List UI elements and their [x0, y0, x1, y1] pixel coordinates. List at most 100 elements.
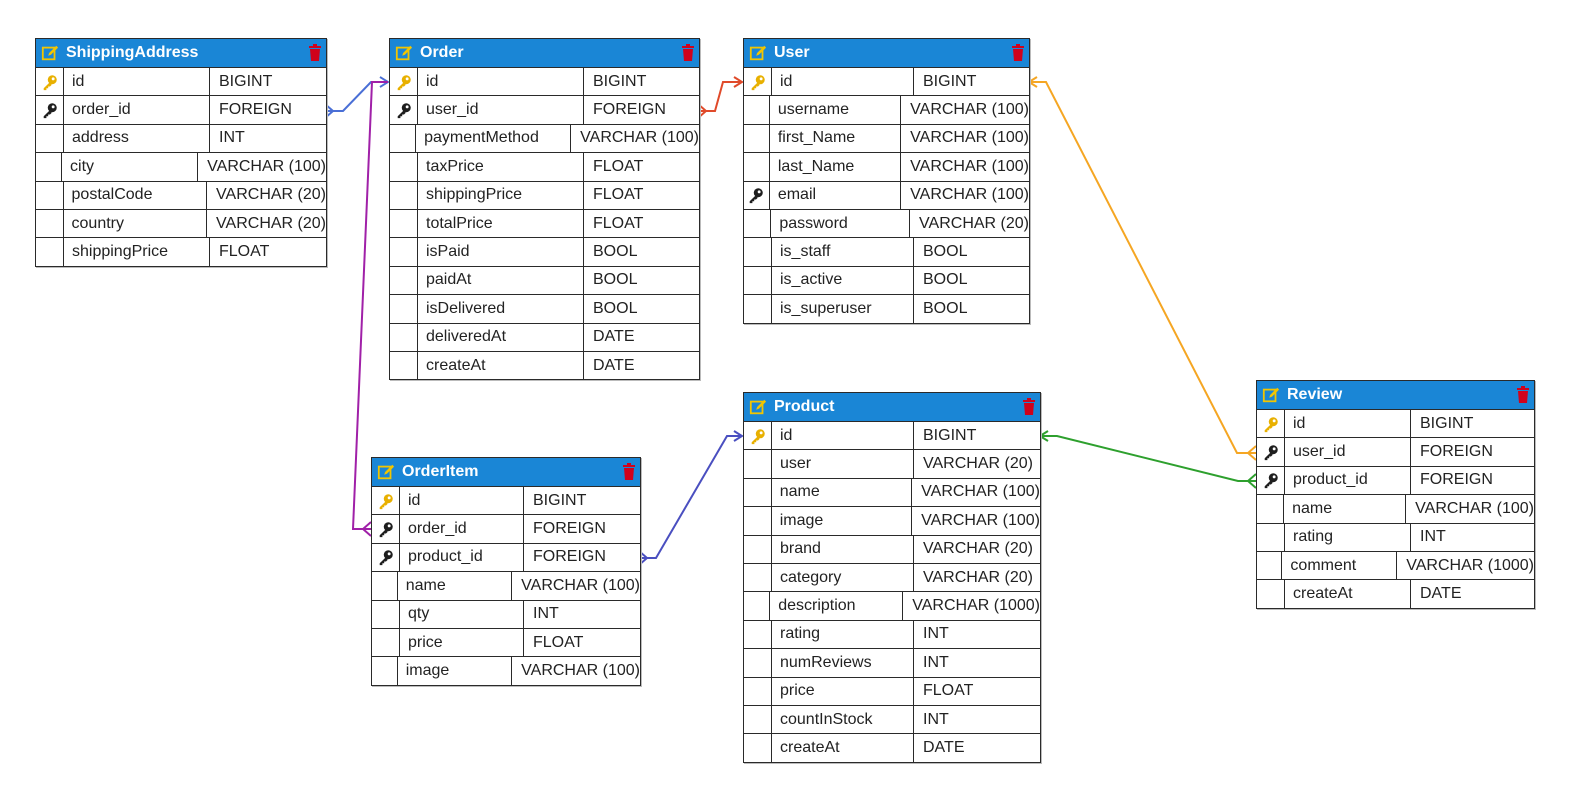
- key-cell: [36, 153, 63, 181]
- table-header[interactable]: User: [744, 39, 1029, 67]
- key-cell: [390, 181, 418, 209]
- column-name: shippingPrice: [418, 181, 584, 209]
- relation-shippingaddress-order[interactable]: [324, 76, 390, 119]
- column-name: image: [772, 507, 913, 535]
- table-header[interactable]: ShippingAddress: [36, 39, 326, 67]
- key-cell: [390, 209, 418, 238]
- table-header[interactable]: Product: [744, 393, 1040, 421]
- relation-review-product[interactable]: [1038, 430, 1257, 489]
- column-name: address: [64, 124, 210, 153]
- table-header[interactable]: Review: [1257, 381, 1534, 409]
- table-title: Review: [1287, 386, 1343, 403]
- column-type: FOREIGN: [533, 548, 606, 566]
- edit-icon[interactable]: [372, 463, 402, 481]
- foreign-key-icon: [372, 543, 400, 572]
- relation-review-user[interactable]: [1027, 76, 1257, 461]
- column-name: is_staff: [772, 238, 914, 266]
- relation-orderitem-product[interactable]: [638, 430, 744, 566]
- column-name: createAt: [1285, 580, 1411, 608]
- column-name: taxPrice: [418, 153, 584, 181]
- primary-key-icon: [744, 422, 772, 450]
- key-cell: [390, 124, 417, 153]
- primary-key-icon: [372, 487, 400, 515]
- key-cell: [36, 181, 64, 209]
- edit-icon[interactable]: [1257, 386, 1287, 404]
- foreign-key-icon: [372, 515, 400, 543]
- column-type: FLOAT: [923, 682, 974, 700]
- column-type: FOREIGN: [593, 101, 666, 119]
- table-header[interactable]: Order: [390, 39, 699, 67]
- column-name: last_Name: [770, 153, 902, 181]
- edit-icon[interactable]: [36, 44, 66, 62]
- foreign-key-icon: [1257, 438, 1285, 466]
- edit-icon[interactable]: [744, 398, 774, 416]
- column-type: BOOL: [923, 299, 968, 317]
- edit-icon[interactable]: [390, 44, 420, 62]
- relation-order-user[interactable]: [697, 76, 744, 119]
- table-header[interactable]: OrderItem: [372, 458, 640, 486]
- column-type: BOOL: [923, 271, 968, 289]
- table-title: ShippingAddress: [66, 44, 199, 61]
- edit-icon[interactable]: [744, 44, 774, 62]
